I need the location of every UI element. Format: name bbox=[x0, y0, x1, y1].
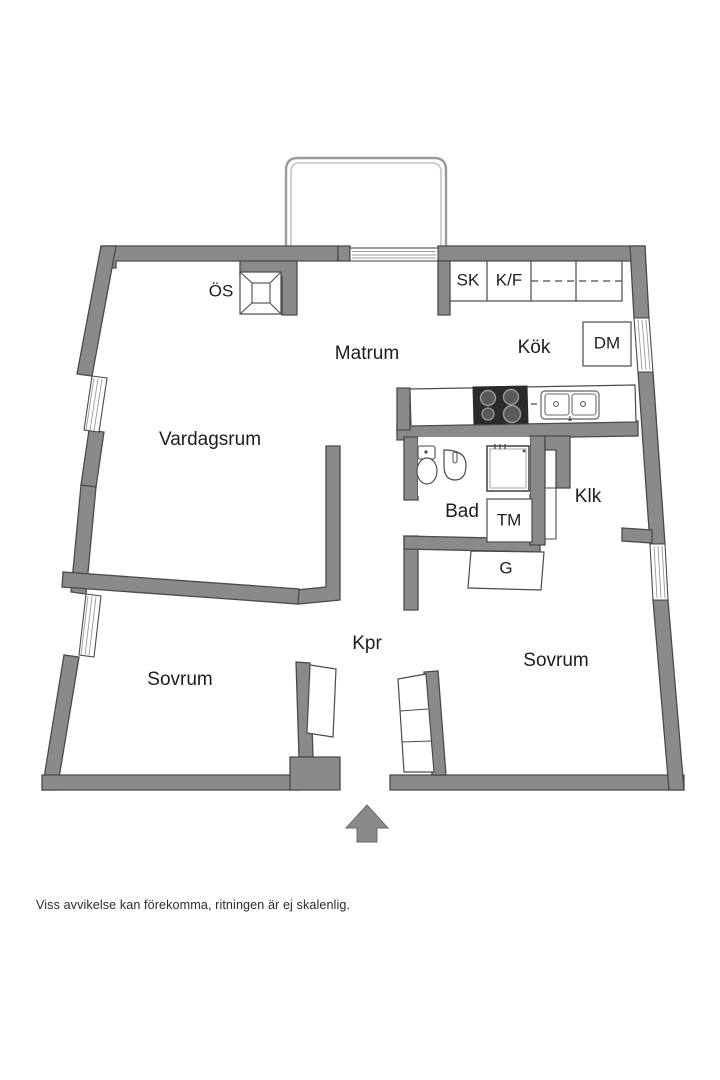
dishwasher-dm bbox=[582, 321, 632, 367]
room-label-bad: Bad bbox=[445, 501, 479, 522]
fixture-label-dm: DM bbox=[594, 333, 620, 352]
window-right-upper bbox=[633, 317, 654, 373]
window-right-lower bbox=[649, 543, 669, 601]
fixture-label-tm: TM bbox=[497, 510, 522, 529]
balcony-outline bbox=[284, 156, 448, 248]
washing-machine-tm bbox=[486, 498, 533, 543]
entrance-arrow-icon bbox=[344, 804, 390, 843]
kitchen-counter bbox=[409, 384, 637, 427]
room-label-klk: Klk bbox=[575, 486, 602, 507]
fixture-label-sk: SK bbox=[457, 270, 480, 289]
hall-wardrobe-left bbox=[306, 664, 337, 738]
room-label-matrum: Matrum bbox=[335, 343, 399, 364]
fixture-labels: ÖS SK K/F DM TM G bbox=[209, 270, 621, 577]
fixture-label-os: ÖS bbox=[209, 281, 234, 300]
fireplace-os bbox=[239, 271, 282, 315]
toilet-icon bbox=[416, 445, 438, 485]
washbasin-icon bbox=[443, 449, 467, 481]
room-label-kok: Kök bbox=[518, 337, 551, 358]
fixture-label-kf: K/F bbox=[496, 270, 522, 289]
disclaimer-caption: Viss avvikelse kan förekomma, ritningen … bbox=[36, 898, 351, 912]
room-labels: Vardagsrum Matrum Kök Klk Bad Kpr Sovrum… bbox=[147, 337, 601, 690]
shower-icon bbox=[486, 444, 530, 492]
room-label-sovrum-right: Sovrum bbox=[523, 650, 588, 671]
bathroom-fixtures bbox=[416, 437, 530, 496]
windows bbox=[78, 247, 669, 658]
room-label-kpr: Kpr bbox=[352, 633, 382, 654]
room-label-sovrum-left: Sovrum bbox=[147, 669, 212, 690]
exterior-walls bbox=[41, 245, 685, 791]
floor-area bbox=[42, 246, 684, 790]
dryer-cabinet-g bbox=[467, 550, 545, 591]
balcony-door bbox=[349, 247, 439, 262]
hall-wardrobe-right bbox=[397, 673, 435, 773]
klk-shelving bbox=[544, 487, 557, 540]
window-left-upper bbox=[83, 375, 108, 433]
room-label-vardagsrum: Vardagsrum bbox=[159, 429, 261, 450]
fixture-label-g: G bbox=[499, 558, 512, 577]
window-left-lower bbox=[78, 593, 102, 658]
kitchen-upper-cabinets bbox=[449, 260, 623, 302]
